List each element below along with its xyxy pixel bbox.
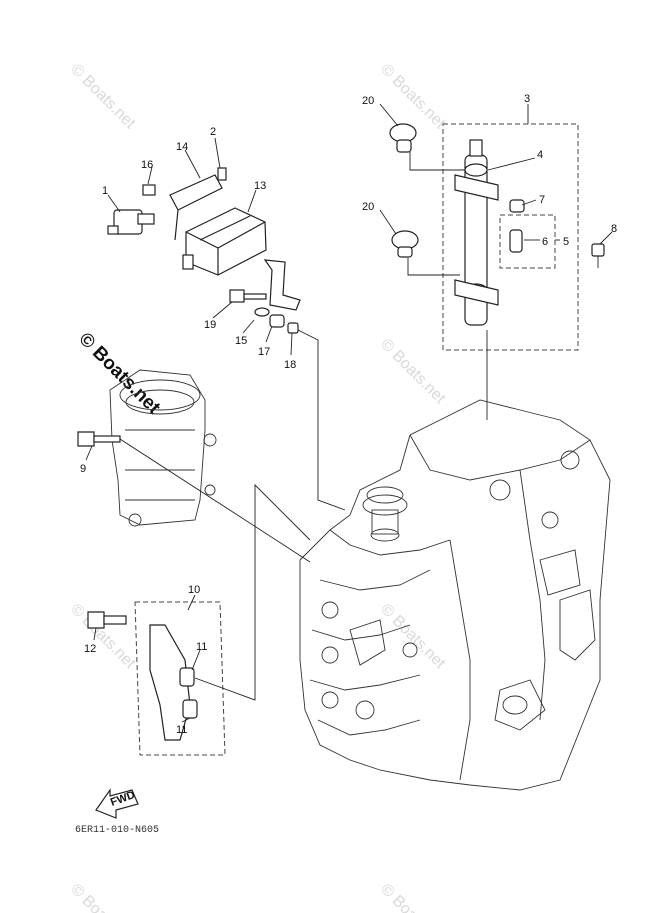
watermark: © Boats.net (377, 336, 449, 408)
callout-12: 12 (84, 643, 96, 655)
fwd-arrow: FWD (95, 788, 139, 819)
watermark: © Boats.net (377, 601, 449, 673)
engine-block (299, 399, 611, 791)
callout-11b: 11 (176, 724, 187, 736)
fuel-rail-group-3 (442, 123, 579, 420)
callout-9: 9 (80, 463, 86, 475)
callout-1: 1 (102, 185, 108, 197)
callout-10: 10 (188, 584, 200, 596)
bolt-8 (591, 243, 605, 268)
callout-19: 19 (204, 319, 216, 331)
callout-5: 5 (563, 236, 569, 248)
watermark: © Boats.net (377, 61, 449, 133)
clips-20 (389, 123, 465, 276)
callout-13: 13 (254, 180, 266, 192)
callout-11a: 11 (196, 641, 207, 653)
sensor-1 (107, 209, 155, 235)
diagram-code: 6ER11-010-N605 (75, 825, 159, 836)
throttle-body-assembly (109, 369, 217, 527)
callout-labels: 1 2 3 4 5 6 7 8 9 10 11 11 12 13 14 15 1… (80, 93, 617, 736)
callout-14: 14 (176, 141, 188, 153)
callout-18: 18 (284, 359, 296, 371)
watermark: © Boats.net (67, 881, 139, 913)
callout-leaders (85, 103, 613, 723)
callout-17: 17 (258, 346, 270, 358)
callout-16: 16 (141, 159, 153, 171)
callout-6: 6 (542, 236, 548, 248)
bracket-group-10 (134, 483, 311, 756)
hose-fittings (229, 259, 346, 511)
bolt-9 (77, 431, 311, 563)
callout-20a: 20 (362, 95, 374, 107)
callout-2: 2 (210, 126, 216, 138)
watermark: © Boats.net (67, 61, 139, 133)
callout-15: 15 (235, 335, 247, 347)
bracket-14 (142, 167, 227, 241)
watermark-prominent: © Boats.net (74, 329, 164, 419)
callout-4: 4 (537, 149, 543, 161)
callout-7: 7 (539, 194, 545, 206)
callout-8: 8 (611, 223, 617, 235)
callout-20b: 20 (362, 201, 374, 213)
bolt-12 (87, 611, 127, 629)
canister-13 (182, 207, 267, 276)
callout-3: 3 (524, 93, 530, 105)
watermark: © Boats.net (377, 881, 449, 913)
